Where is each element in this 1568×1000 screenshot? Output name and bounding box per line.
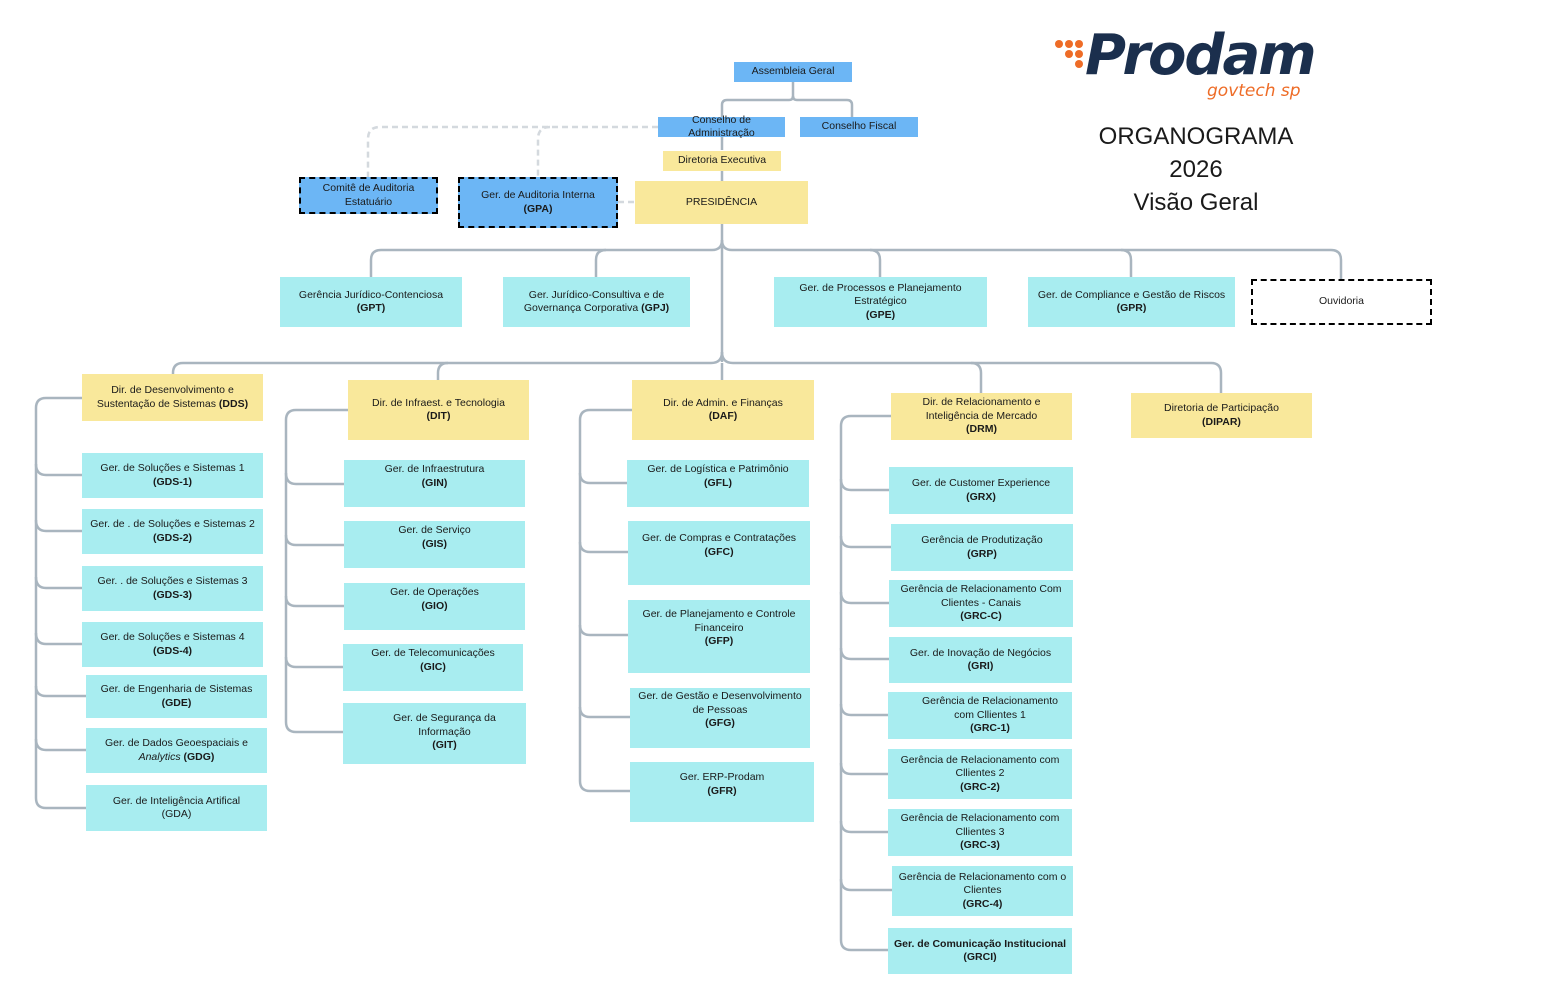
node-gin: Ger. de Infraestrutura (GIN) — [344, 460, 525, 507]
node-gis: Ger. de Serviço (GIS) — [344, 521, 525, 568]
node-grc-4: Gerência de Relacionamento com o Cliente… — [892, 866, 1073, 916]
node-gds-4: Ger. de Soluções e Sistemas 4 (GDS-4) — [82, 622, 263, 667]
node-grci: Ger. de Comunicação Institucional (GRCI) — [888, 928, 1072, 974]
logo-subtitle: govtech sp — [1207, 81, 1301, 101]
node-gio: Ger. de Operações (GIO) — [344, 583, 525, 630]
node-dit: Dir. de Infraest. e Tecnologia (DIT) — [348, 380, 529, 440]
node-gpe: Ger. de Processos e Planejamento Estraté… — [774, 277, 987, 327]
node-gds-1: Ger. de Soluções e Sistemas 1 (GDS-1) — [82, 453, 263, 498]
node-gde: Ger. de Engenharia de Sistemas (GDE) — [86, 675, 267, 718]
node-grc-1: Gerência de Relacionamento com Cllientes… — [888, 692, 1072, 739]
title-line-3: Visão Geral — [1133, 189, 1259, 216]
logo-dots-icon — [1055, 37, 1089, 71]
node-grc-3: Gerência de Relacionamento com Cllientes… — [888, 809, 1072, 856]
prodam-logo: Prodam govtech sp — [1055, 23, 1317, 105]
node-gfc: Ger. de Compras e Contratações (GFC) — [628, 521, 810, 585]
title-line-2: 2026 — [1169, 156, 1223, 183]
node-assembleia-geral: Assembleia Geral — [734, 62, 852, 82]
node-presidencia: PRESIDÊNCIA — [635, 181, 808, 224]
node-dipar: Diretoria de Participação (DIPAR) — [1131, 393, 1312, 438]
node-grc-c: Gerência de Relacionamento Com Clientes … — [889, 580, 1073, 627]
node-gds-2: Ger. de . de Soluções e Sistemas 2 (GDS-… — [82, 509, 263, 554]
node-gic: Ger. de Telecomunicações (GIC) — [343, 644, 523, 691]
node-gpa: Ger. de Auditoria Interna (GPA) — [458, 177, 618, 228]
node-grp: Gerência de Produtização (GRP) — [891, 524, 1073, 571]
node-git: Ger. de Segurança da Informação (GIT) — [343, 703, 526, 764]
node-gfp: Ger. de Planejamento e Controle Financei… — [628, 600, 810, 673]
node-drm: Dir. de Relacionamento e Inteligência de… — [891, 393, 1072, 440]
node-gfr: Ger. ERP-Prodam (GFR) — [630, 762, 814, 822]
logo-wordmark: Prodam — [1085, 23, 1317, 88]
node-ouvidoria: Ouvidoria — [1251, 279, 1432, 325]
node-gri: Ger. de Inovação de Negócios (GRI) — [889, 637, 1072, 683]
node-gpj: Ger. Jurídico-Consultiva e de Governança… — [503, 277, 690, 327]
node-dds: Dir. de Desenvolvimento e Sustentação de… — [82, 374, 263, 421]
node-daf: Dir. de Admin. e Finanças (DAF) — [632, 380, 814, 440]
node-grc-2: Gerência de Relacionamento com Cllientes… — [888, 749, 1072, 799]
page-title: ORGANOGRAMA 2026 Visão Geral — [1080, 120, 1312, 219]
node-diretoria-executiva: Diretoria Executiva — [663, 151, 781, 171]
node-gfg: Ger. de Gestão e Desenvolvimento de Pess… — [630, 688, 810, 748]
node-gds-3: Ger. . de Soluções e Sistemas 3 (GDS-3) — [82, 566, 263, 611]
node-gfl: Ger. de Logística e Patrimônio (GFL) — [627, 460, 809, 507]
node-conselho-administracao: Conselho de Administração — [658, 114, 785, 139]
node-grx: Ger. de Customer Experience (GRX) — [889, 467, 1073, 514]
node-conselho-fiscal: Conselho Fiscal — [800, 117, 918, 137]
node-gpr: Ger. de Compliance e Gestão de Riscos (G… — [1028, 277, 1235, 327]
title-line-1: ORGANOGRAMA — [1098, 123, 1294, 150]
node-gda: Ger. de Inteligência Artifical (GDA) — [86, 785, 267, 831]
node-gdg: Ger. de Dados Geoespaciais e Analytics (… — [86, 728, 267, 773]
node-comite-auditoria: Comitê de Auditoria Estatuário — [299, 177, 438, 214]
node-gpt: Gerência Jurídico-Contenciosa (GPT) — [280, 277, 462, 327]
